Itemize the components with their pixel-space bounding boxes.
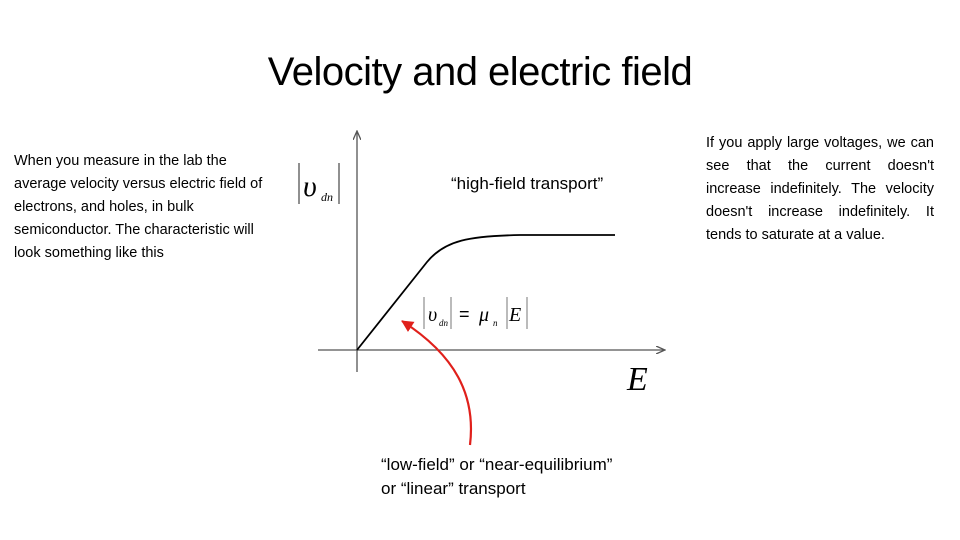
eq-velocity-subscript: dn xyxy=(439,318,449,328)
y-axis-subscript: dn xyxy=(321,190,333,204)
eq-mobility: μ xyxy=(478,304,489,326)
low-field-label-line1: “low-field” or “near-equilibrium” xyxy=(381,455,613,474)
low-field-label-line2: or “linear” transport xyxy=(381,479,526,498)
y-axis-symbol: υ xyxy=(303,170,317,203)
right-description: If you apply large voltages, we can see … xyxy=(706,135,934,243)
low-field-equation: υ dn = μ n E xyxy=(423,297,528,329)
eq-velocity: υ xyxy=(428,304,437,326)
x-axis-symbol: E xyxy=(626,361,648,398)
eq-field: E xyxy=(508,304,521,326)
velocity-curve xyxy=(356,234,615,351)
slide-title: Velocity and electric field xyxy=(267,50,693,94)
left-description: When you measure in the lab the average … xyxy=(14,153,263,261)
eq-equals: = xyxy=(459,304,470,324)
pointer-arrow xyxy=(401,320,473,446)
y-axis-label: υ dn xyxy=(298,163,340,204)
eq-mobility-subscript: n xyxy=(493,318,498,328)
high-field-label: “high-field transport” xyxy=(451,174,603,193)
